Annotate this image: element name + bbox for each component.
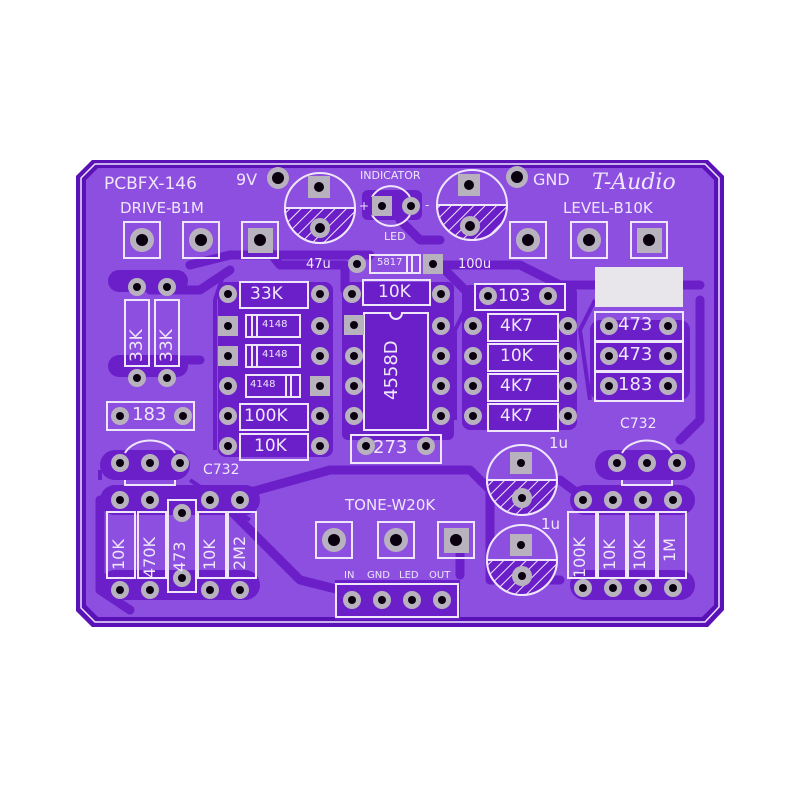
- resistor-183-right: 183: [618, 374, 653, 395]
- resistor-10k-left: 10K: [254, 436, 287, 456]
- led-minus: -: [425, 198, 430, 212]
- diode-4148-3: 4148: [250, 379, 276, 390]
- resistor-10k-bl1: 10K: [109, 539, 128, 570]
- level-pot-label: LEVEL-B10K: [563, 199, 653, 217]
- resistor-2m2: 2M2: [230, 535, 249, 570]
- resistor-33k-h: 33K: [250, 284, 283, 304]
- cap-103: 103: [498, 286, 531, 306]
- header-gnd-label: GND: [367, 570, 390, 581]
- resistor-10k-br2: 10K: [630, 539, 649, 570]
- brand-logo: T-Audio: [592, 170, 676, 195]
- resistor-4k7-2: 4K7: [500, 376, 533, 396]
- resistor-4k7-1: 4K7: [500, 316, 533, 336]
- led-label: LED: [384, 230, 406, 243]
- cap-47u: [283, 172, 357, 244]
- drill-holes: [116, 171, 681, 604]
- resistor-4k7-3: 4K7: [500, 406, 533, 426]
- blank-label-box: [595, 267, 683, 307]
- silkscreen: [106, 185, 687, 618]
- led-plus: +: [359, 199, 370, 213]
- cap-1u-a-label: 1u: [549, 434, 569, 452]
- indicator-label: INDICATOR: [360, 169, 421, 182]
- header-out-label: OUT: [429, 570, 451, 581]
- drive-pot-label: DRIVE-B1M: [120, 199, 204, 217]
- transistor-c732-right: C732: [620, 416, 657, 432]
- resistor-100k: 100K: [244, 406, 288, 426]
- diode-5817-label: 5817: [377, 257, 403, 268]
- ic-4558d-label: 4558D: [381, 340, 402, 400]
- gnd-label: GND: [533, 170, 570, 189]
- resistor-10k-mid: 10K: [500, 346, 533, 366]
- resistor-100k-br: 100K: [570, 536, 589, 578]
- resistor-33k-v1: 33K: [127, 329, 147, 362]
- transistor-c732-left: C732: [203, 462, 240, 478]
- tone-pot-label: TONE-W20K: [345, 496, 436, 514]
- resistor-10k-br1: 10K: [600, 539, 619, 570]
- resistor-33k-v2: 33K: [157, 329, 177, 362]
- cap-473-right-1: 473: [618, 314, 653, 335]
- cap-473-bottom: 473: [170, 541, 189, 572]
- diode-4148-1: 4148: [262, 319, 288, 330]
- resistor-10k-center: 10K: [378, 282, 411, 302]
- board-title: PCBFX-146: [104, 174, 197, 194]
- cap-47u-label: 47u: [306, 257, 331, 272]
- cap-100u-label: 100u: [458, 257, 492, 272]
- diode-4148-2: 4148: [262, 349, 288, 360]
- resistor-10k-bl2: 10K: [200, 539, 219, 570]
- cap-473-right-2: 473: [618, 344, 653, 365]
- 9v-label: 9V: [236, 170, 258, 189]
- header-in-label: IN: [344, 570, 355, 581]
- resistor-1m: 1M: [660, 538, 679, 562]
- cap-273: 273: [373, 437, 408, 458]
- cap-1u-b-label: 1u: [541, 515, 561, 533]
- resistor-183-left: 183: [132, 404, 167, 425]
- resistor-470k: 470K: [140, 536, 159, 578]
- header-led-label: LED: [399, 570, 419, 581]
